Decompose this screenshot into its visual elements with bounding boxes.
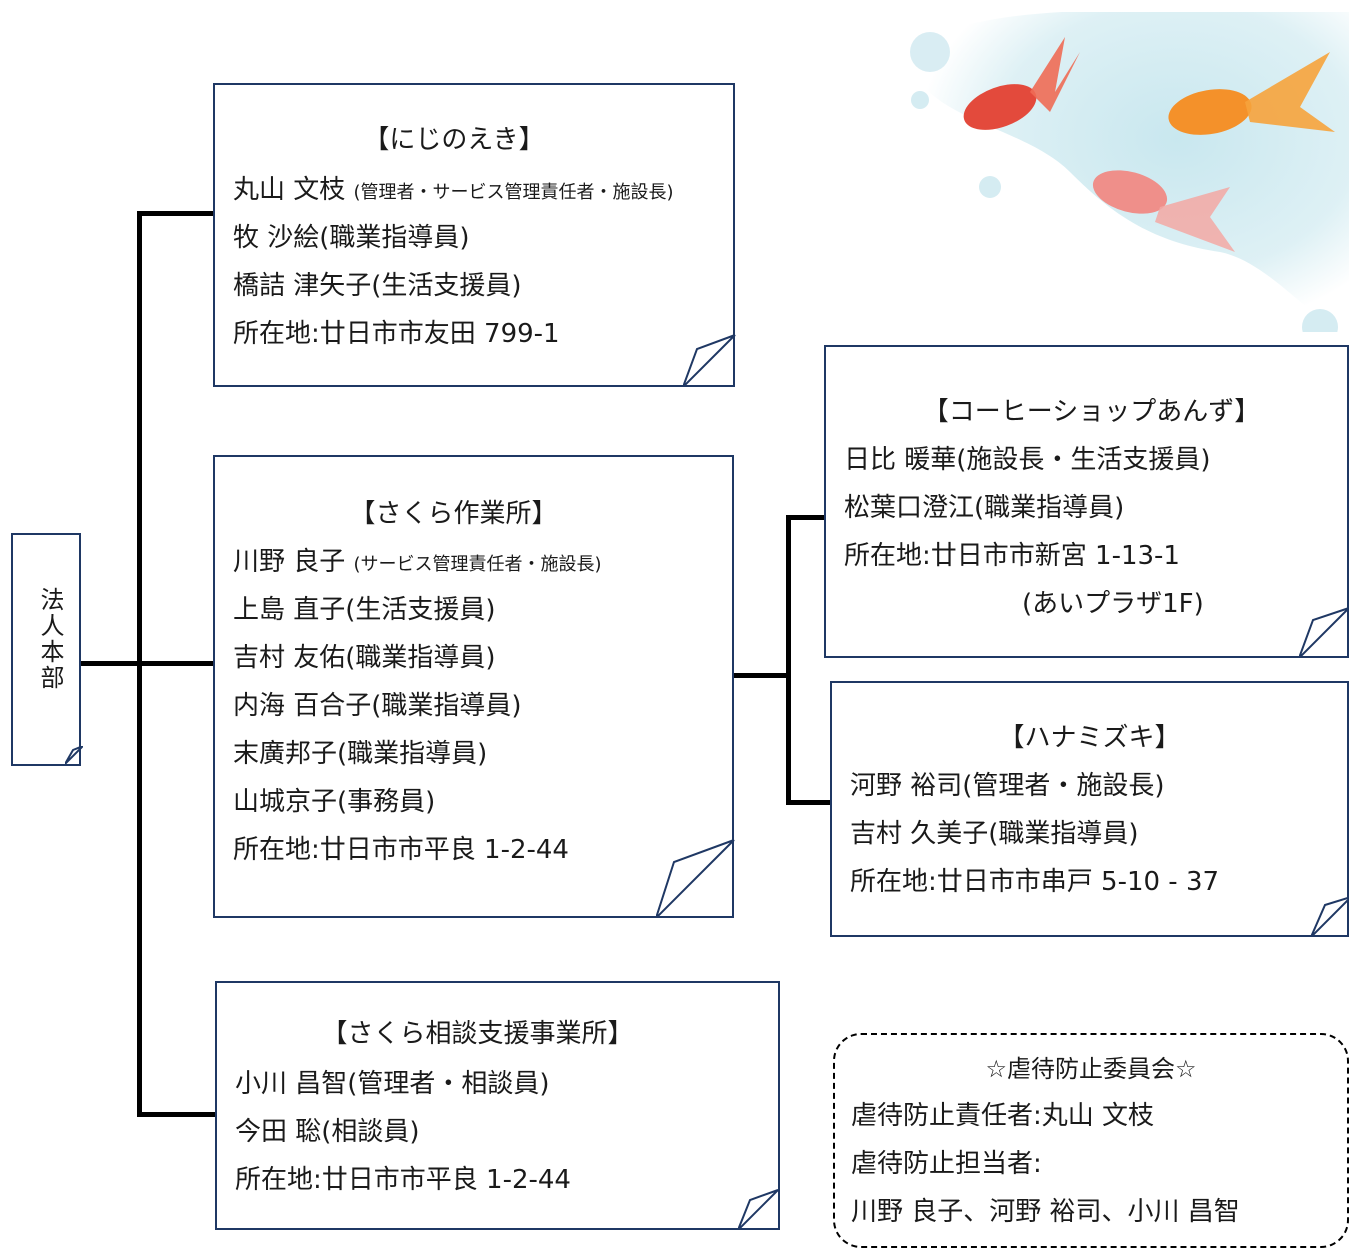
committee-line2: 虐待防止担当者: bbox=[851, 1149, 1042, 1179]
page-curl-icon bbox=[738, 1189, 779, 1230]
coffee-line1: 日比 暖華(施設長・生活支援員) bbox=[844, 445, 1211, 475]
soudan-line1: 小川 昌智(管理者・相談員) bbox=[235, 1069, 550, 1099]
soudan-title: 【さくら相談支援事業所】 bbox=[321, 1019, 634, 1049]
hanamizuki-line1: 河野 裕司(管理者・施設長) bbox=[850, 771, 1165, 801]
page-curl-icon bbox=[683, 334, 736, 387]
hq-label: 法人本部 bbox=[36, 587, 64, 691]
connector-hanamizuki bbox=[786, 800, 832, 805]
nijinoeki-address: 所在地:廿日市市友田 799-1 bbox=[233, 319, 560, 349]
committee-title: ☆虐待防止委員会☆ bbox=[985, 1055, 1197, 1083]
nijinoeki-line1-role: (管理者・サービス管理責任者・施設長) bbox=[353, 182, 674, 203]
sakura-address: 所在地:廿日市市平良 1-2-44 bbox=[233, 835, 569, 865]
soudan-line2: 今田 聡(相談員) bbox=[235, 1117, 420, 1147]
connector-hq bbox=[80, 661, 218, 666]
committee-line3: 川野 良子、河野 裕司、小川 昌智 bbox=[851, 1197, 1240, 1227]
nijinoeki-line1-name: 丸山 文枝 bbox=[233, 175, 346, 205]
coffee-line2: 松葉口澄江(職業指導員) bbox=[844, 493, 1125, 523]
page-curl-icon bbox=[65, 746, 83, 764]
soudan-box: 【さくら相談支援事業所】 小川 昌智(管理者・相談員) 今田 聡(相談員) 所在… bbox=[215, 981, 780, 1230]
coffee-address2: (あいプラザ1F) bbox=[1022, 589, 1204, 619]
hanamizuki-line2: 吉村 久美子(職業指導員) bbox=[850, 819, 1139, 849]
page-curl-icon bbox=[656, 839, 735, 918]
coffee-address: 所在地:廿日市市新宮 1-13-1 bbox=[844, 541, 1180, 571]
nijinoeki-box: 【にじのえき】 丸山 文枝 (管理者・サービス管理責任者・施設長) 牧 沙絵(職… bbox=[213, 83, 736, 387]
sakura-box: 【さくら作業所】 川野 良子 (サービス管理責任者・施設長) 上島 直子(生活支… bbox=[213, 455, 735, 918]
sakura-line5: 末廣邦子(職業指導員) bbox=[233, 739, 488, 769]
connector-branch bbox=[786, 515, 791, 805]
sakura-line1-role: (サービス管理責任者・施設長) bbox=[353, 554, 602, 575]
nijinoeki-title: 【にじのえき】 bbox=[363, 125, 545, 155]
goldfish-illustration bbox=[910, 12, 1349, 332]
sakura-line6: 山城京子(事務員) bbox=[233, 787, 436, 817]
coffee-title: 【コーヒーショップあんず】 bbox=[922, 397, 1261, 427]
coffee-box: 【コーヒーショップあんず】 日比 暖華(施設長・生活支援員) 松葉口澄江(職業指… bbox=[824, 345, 1349, 658]
nijinoeki-line2: 牧 沙絵(職業指導員) bbox=[233, 223, 470, 253]
soudan-address: 所在地:廿日市市平良 1-2-44 bbox=[235, 1165, 571, 1195]
sakura-line1: 川野 良子 (サービス管理責任者・施設長) bbox=[233, 541, 602, 578]
hanamizuki-title: 【ハナミズキ】 bbox=[998, 723, 1181, 753]
connector-nijinoeki bbox=[137, 211, 215, 216]
connector-coffee bbox=[786, 515, 826, 520]
hq-box: 法人本部 bbox=[11, 533, 83, 766]
committee-line1: 虐待防止責任者:丸山 文枝 bbox=[851, 1101, 1155, 1131]
sakura-line2: 上島 直子(生活支援員) bbox=[233, 595, 496, 625]
nijinoeki-line3: 橋詰 津矢子(生活支援員) bbox=[233, 271, 522, 301]
hanamizuki-box: 【ハナミズキ】 河野 裕司(管理者・施設長) 吉村 久美子(職業指導員) 所在地… bbox=[830, 681, 1349, 937]
page-curl-icon bbox=[1311, 896, 1349, 937]
hanamizuki-address: 所在地:廿日市市串戸 5-10 - 37 bbox=[850, 867, 1220, 897]
sakura-line3: 吉村 友佑(職業指導員) bbox=[233, 643, 496, 673]
sakura-line4: 内海 百合子(職業指導員) bbox=[233, 691, 522, 721]
committee-box: ☆虐待防止委員会☆ 虐待防止責任者:丸山 文枝 虐待防止担当者: 川野 良子、河… bbox=[833, 1033, 1349, 1248]
sakura-title: 【さくら作業所】 bbox=[349, 499, 558, 529]
sakura-line1-name: 川野 良子 bbox=[233, 547, 346, 577]
connector-sakura-right bbox=[733, 673, 789, 678]
page-curl-icon bbox=[1299, 607, 1349, 658]
connector-soudan bbox=[137, 1112, 217, 1117]
nijinoeki-line1: 丸山 文枝 (管理者・サービス管理責任者・施設長) bbox=[233, 169, 674, 206]
